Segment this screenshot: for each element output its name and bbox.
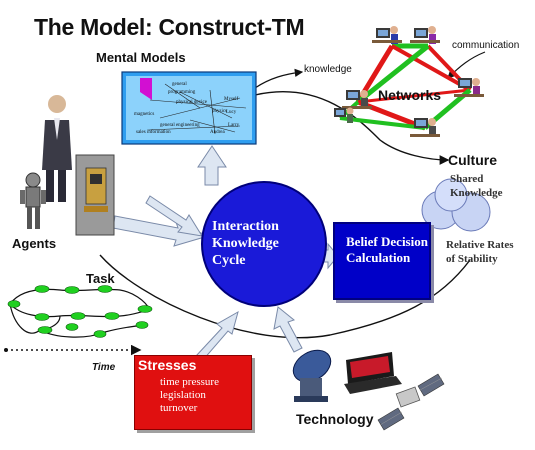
belief-decision-label: Belief Decision Calculation [346,234,428,265]
networks-label: Networks [378,87,442,103]
laptop-icon [344,352,402,394]
mental-models-box [121,71,257,145]
mental-model-word: sales information [136,130,171,135]
page-title: The Model: Construct-TM [34,14,305,40]
cycle-label: Interaction Knowledge Cycle [212,219,279,268]
computer-user-icon [342,90,372,109]
mental-model-word: programming [168,90,196,95]
upper-cycle-curve [254,91,450,165]
stress-item: turnover [160,402,198,414]
stress-item: time pressure [160,376,219,388]
person-icon [42,95,72,202]
computer-user-icon [410,118,440,137]
technology-label: Technology [296,411,374,427]
outer-cycle-curve [99,254,471,339]
knowledge-arrow [254,68,304,89]
interaction-knowledge-cycle [201,181,327,307]
stresses-list: time pressure legislation turnover [160,376,250,415]
computer-user-icon [410,26,440,44]
satellite-dish-icon [292,349,332,402]
mental-model-word: general engineering [160,123,200,128]
mental-model-word: physical device [176,100,207,105]
satellite-icon [377,373,445,431]
task-label: Task [86,271,115,286]
mental-model-word: Lucy [226,110,237,115]
stresses-title: Stresses [138,357,197,373]
network-graph [338,43,472,131]
culture-label: Culture [448,152,497,168]
belief-decision-box [333,222,431,300]
agents-label: Agents [12,236,57,251]
relative-rates-label: Relative Rates of Stability [446,239,514,265]
atm-icon [75,154,115,236]
mental-model-word: Larry [228,123,240,128]
robot-icon [20,172,46,229]
computer-user-icon [372,26,402,44]
stress-item: legislation [160,389,206,401]
culture-circles [421,178,491,232]
mental-model-word: physics [212,109,227,114]
communication-arrow [447,51,486,79]
mental-models-label: Mental Models [96,50,186,65]
computer-user-icon [454,78,484,97]
knowledge-label: knowledge [304,64,352,75]
mental-model-word: Myself [224,97,239,102]
task-flow-graph [7,285,153,338]
computer-user-icon [334,107,354,123]
shared-knowledge-label: Shared Knowledge [450,173,503,199]
communication-label: communication [452,40,520,51]
stresses-box [134,355,252,430]
block-arrows [112,145,339,361]
time-label: Time [92,362,116,373]
mental-model-word: general [172,82,187,87]
mental-model-word: magnetics [134,112,155,117]
mental-model-word: Andrea [210,130,225,135]
